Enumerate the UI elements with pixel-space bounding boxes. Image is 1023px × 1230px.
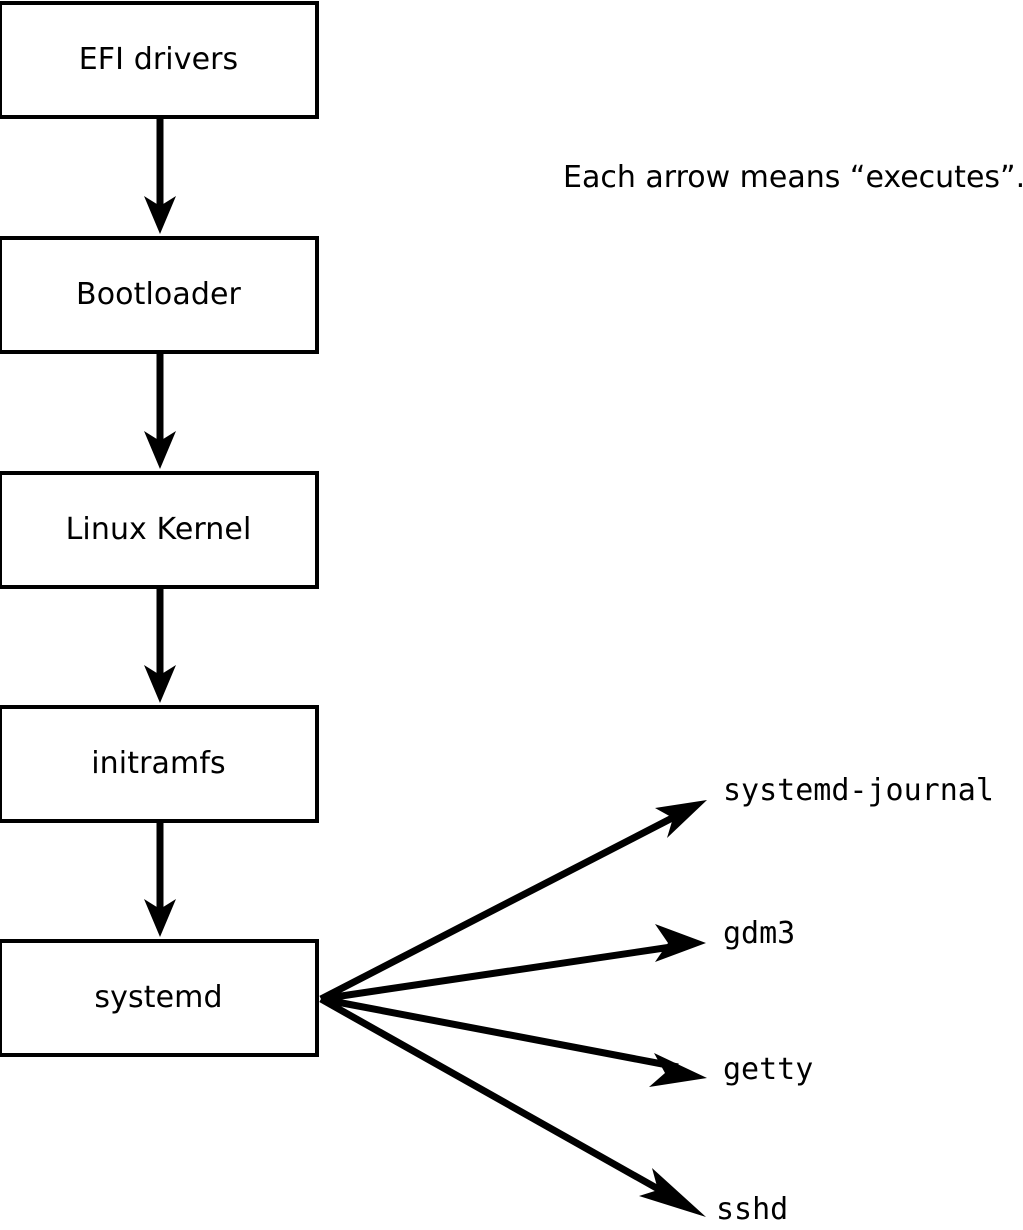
fanout-arrow-systemd-journal (319, 800, 707, 1003)
node-label-systemd: systemd (94, 980, 223, 1015)
node-initramfs[interactable]: initramfs (0, 705, 319, 823)
fanout-arrow-getty (320, 995, 707, 1087)
fanout-arrow-gdm3 (320, 924, 706, 1003)
leaf-label-gdm3[interactable]: gdm3 (723, 916, 796, 951)
node-label-bootloader: Bootloader (76, 277, 241, 312)
chain-arrow-kernel-to-initramfs (144, 589, 176, 703)
node-efi-drivers[interactable]: EFI drivers (0, 1, 319, 119)
node-label-linux-kernel: Linux Kernel (65, 512, 252, 547)
node-linux-kernel[interactable]: Linux Kernel (0, 471, 319, 589)
leaf-label-sshd[interactable]: sshd (716, 1192, 789, 1227)
leaf-label-systemd-journal[interactable]: systemd-journal (723, 773, 994, 808)
node-label-efi-drivers: EFI drivers (78, 42, 239, 77)
chain-arrow-bootloader-to-kernel (144, 354, 176, 469)
node-bootloader[interactable]: Bootloader (0, 236, 319, 354)
leaf-label-getty[interactable]: getty (723, 1052, 814, 1087)
diagram-caption: Each arrow means “executes”. (563, 160, 1023, 195)
fanout-arrow-sshd (319, 995, 706, 1217)
node-systemd[interactable]: systemd (0, 939, 319, 1057)
chain-arrow-initramfs-to-systemd (144, 823, 176, 937)
chain-arrow-efi-to-bootloader (144, 119, 176, 234)
node-label-initramfs: initramfs (91, 746, 226, 781)
